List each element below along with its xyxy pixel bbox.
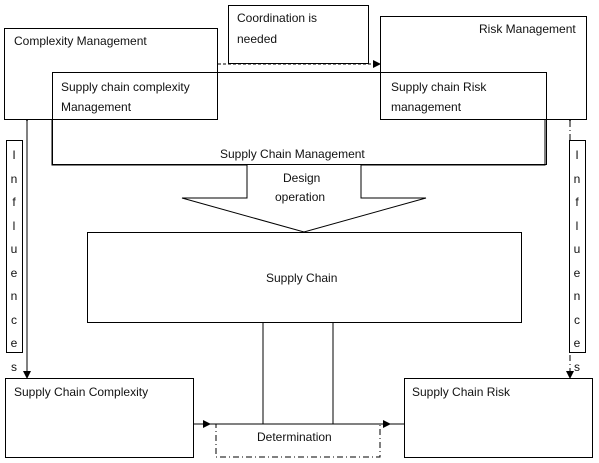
design-operation-label-line1: Design — [283, 171, 321, 185]
coordination-box — [228, 5, 369, 64]
determination-label: Determination — [257, 430, 332, 444]
complexity-management-label: Complexity Management — [14, 34, 147, 48]
sc-risk-management-label-line2: management — [391, 100, 462, 114]
sc-complexity-box — [5, 378, 194, 458]
design-operation-label-line2: operation — [275, 190, 326, 204]
risk-management-box — [380, 16, 587, 120]
risk-management-label: Risk Management — [479, 22, 576, 36]
influences-left-label: I n f l u e n c e s — [10, 148, 18, 374]
supply-chain-box — [87, 232, 522, 323]
coordination-label-line2: needed — [237, 32, 278, 46]
coordination-label-line1: Coordination is — [237, 11, 318, 25]
sc-risk-management-label-line1: Supply chain Risk — [391, 80, 487, 94]
sc-complexity-management-box — [52, 72, 547, 165]
sc-complexity-management-label-line2: Management — [61, 100, 132, 114]
sc-risk-box — [404, 378, 593, 458]
sc-risk-label: Supply Chain Risk — [412, 385, 511, 399]
supply-chain-label: Supply Chain — [266, 271, 338, 285]
determination-box — [215, 423, 381, 458]
influences-left-box — [6, 140, 23, 353]
influences-right-box — [569, 140, 586, 353]
complexity-management-box — [4, 28, 218, 120]
sc-complexity-label: Supply Chain Complexity — [14, 385, 149, 399]
sc-management-label: Supply Chain Management — [220, 147, 365, 161]
sc-complexity-management-label-line1: Supply chain complexity — [61, 80, 190, 94]
influences-right-label: I n f l u e n c e s — [573, 148, 581, 374]
